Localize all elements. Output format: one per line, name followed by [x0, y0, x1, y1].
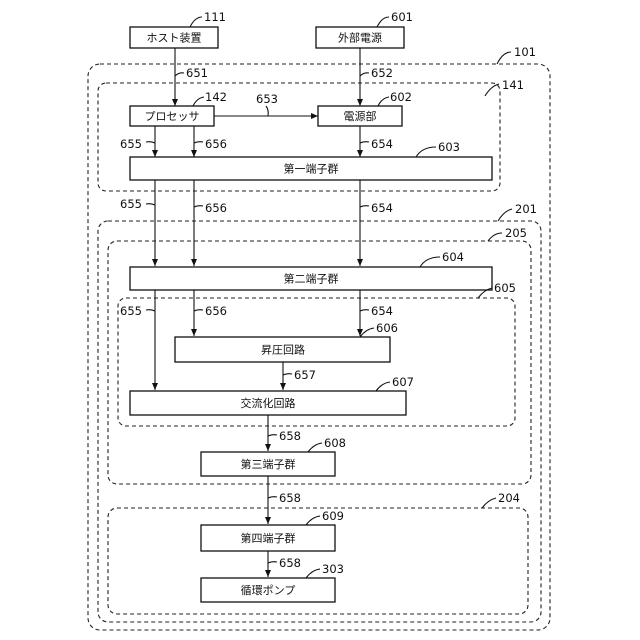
- tick-654c: [360, 310, 369, 311]
- ref-609: 609: [322, 509, 344, 523]
- terminal-group-4-label: 第四端子群: [241, 531, 296, 545]
- ref-606: 606: [376, 321, 398, 335]
- power-unit-block: 電源部: [318, 106, 402, 126]
- ref-605: 605: [494, 281, 516, 295]
- signal-655a: 655: [120, 137, 142, 151]
- host-block: ホスト装置: [130, 27, 218, 48]
- signal-658a: 658: [279, 429, 301, 443]
- leader-601: [377, 17, 389, 27]
- tick-655a: [146, 142, 155, 143]
- leader-602: [378, 97, 389, 106]
- ref-602: 602: [390, 90, 412, 104]
- signal-656a: 656: [205, 137, 227, 151]
- signal-655b: 655: [120, 197, 142, 211]
- leader-101: [497, 52, 511, 64]
- tick-654b: [360, 206, 369, 207]
- ref-607: 607: [392, 375, 414, 389]
- signal-656c: 656: [205, 304, 227, 318]
- terminal-group-1-label: 第一端子群: [284, 162, 339, 176]
- terminal-group-2-label: 第二端子群: [284, 272, 339, 286]
- ac-circuit-label: 交流化回路: [241, 396, 296, 410]
- ref-603: 603: [438, 140, 460, 154]
- leader-607: [376, 382, 390, 391]
- signal-653: 653: [256, 92, 278, 106]
- leader-142: [193, 97, 204, 106]
- signal-652: 652: [371, 66, 393, 80]
- tick-656a: [194, 142, 203, 143]
- processor-block: プロセッサ: [130, 106, 214, 126]
- leader-204: [482, 498, 496, 508]
- circulation-pump-block: 循環ポンプ: [201, 578, 335, 602]
- boost-circuit-label: 昇圧回路: [261, 344, 305, 357]
- power-unit-label: 電源部: [344, 109, 377, 123]
- leader-141: [485, 84, 499, 96]
- tick-651: [175, 73, 184, 76]
- signal-657: 657: [294, 368, 316, 382]
- ref-205: 205: [505, 226, 527, 240]
- signal-656b: 656: [205, 201, 227, 215]
- ref-204: 204: [498, 491, 520, 505]
- circulation-pump-label: 循環ポンプ: [241, 584, 296, 597]
- tick-654a: [360, 142, 369, 143]
- terminal-group-2-block: 第二端子群: [130, 267, 492, 290]
- ac-circuit-block: 交流化回路: [130, 391, 406, 415]
- ref-303: 303: [322, 562, 344, 576]
- tick-655b: [146, 204, 155, 205]
- tick-658b: [268, 497, 277, 498]
- tick-658a: [268, 435, 277, 436]
- boost-circuit-block: 昇圧回路: [175, 337, 390, 362]
- external-power-block: 外部電源: [316, 27, 404, 48]
- leader-303: [306, 569, 320, 578]
- tick-658c: [268, 562, 277, 563]
- leader-111: [190, 17, 202, 27]
- signal-654a: 654: [371, 137, 393, 151]
- ref-201: 201: [515, 202, 537, 216]
- leader-205: [488, 233, 502, 241]
- ref-101: 101: [514, 45, 536, 59]
- host-label: ホスト装置: [147, 32, 202, 45]
- tick-653: [266, 106, 268, 116]
- ref-601: 601: [391, 10, 413, 24]
- signal-658c: 658: [279, 556, 301, 570]
- terminal-group-1-block: 第一端子群: [130, 157, 492, 180]
- signal-658b: 658: [279, 491, 301, 505]
- tick-657: [283, 374, 292, 375]
- signal-654c: 654: [371, 304, 393, 318]
- external-power-label: 外部電源: [338, 31, 382, 45]
- processor-label: プロセッサ: [145, 110, 200, 123]
- terminal-group-4-block: 第四端子群: [201, 525, 335, 551]
- ref-141: 141: [502, 78, 524, 92]
- signal-655c: 655: [120, 304, 142, 318]
- tick-652: [360, 73, 369, 76]
- leader-606: [360, 328, 374, 337]
- ref-608: 608: [324, 436, 346, 450]
- signal-654b: 654: [371, 201, 393, 215]
- ref-604: 604: [442, 250, 464, 264]
- terminal-group-3-label: 第三端子群: [241, 457, 296, 471]
- signal-651: 651: [186, 66, 208, 80]
- terminal-group-3-block: 第三端子群: [201, 452, 335, 476]
- ref-111: 111: [204, 10, 226, 24]
- leader-603: [416, 147, 436, 157]
- leader-201: [498, 209, 512, 221]
- tick-656c: [194, 310, 203, 311]
- leader-604: [420, 257, 440, 267]
- leader-609: [306, 516, 320, 525]
- ref-142: 142: [205, 90, 227, 104]
- tick-655c: [146, 310, 155, 311]
- tick-656b: [194, 206, 203, 207]
- leader-608: [308, 443, 322, 452]
